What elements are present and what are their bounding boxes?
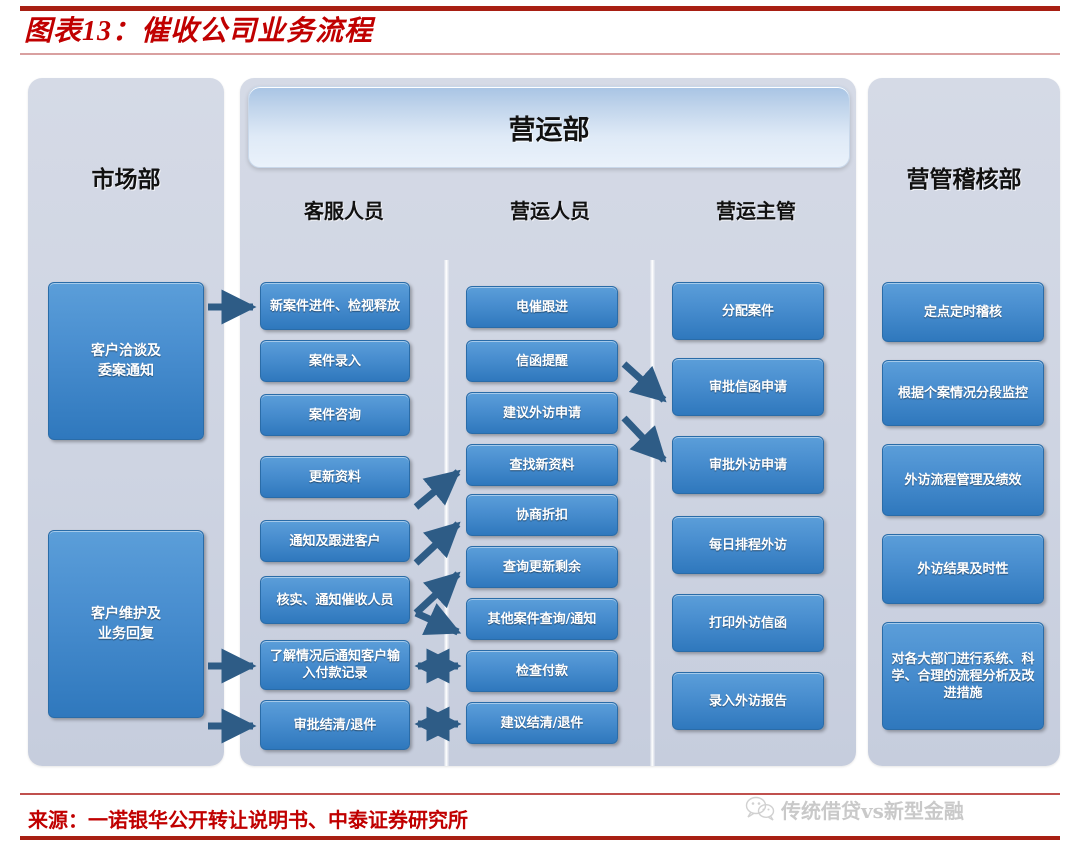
operations-banner: 营运部 xyxy=(248,86,850,168)
process-box-audit-0[interactable]: 定点定时稽核 xyxy=(882,282,1044,342)
process-box-ops-staff-0[interactable]: 电催跟进 xyxy=(466,286,618,328)
sublane-title-ops-lead: 营运主管 xyxy=(716,199,796,223)
process-box-ops-lead-2[interactable]: 审批外访申请 xyxy=(672,436,824,494)
process-box-ops-lead-4[interactable]: 打印外访信函 xyxy=(672,594,824,652)
process-box-label: 外访结果及时性 xyxy=(917,561,1009,577)
process-box-label: 查询更新剩余 xyxy=(502,559,581,575)
process-box-ops-staff-6[interactable]: 其他案件查询/通知 xyxy=(466,598,618,640)
process-box-label: 信函提醒 xyxy=(515,353,568,369)
process-box-ops-lead-0[interactable]: 分配案件 xyxy=(672,282,824,340)
process-box-ops-staff-7[interactable]: 检查付款 xyxy=(466,650,618,692)
watermark: 传统借贷vs新型金融 xyxy=(745,792,1065,826)
process-box-label: 通知及跟进客户 xyxy=(289,533,381,549)
process-box-market-1[interactable]: 客户维护及 业务回复 xyxy=(48,530,204,718)
process-box-label: 对各大部门进行系统、科学、合理的流程分析及改进措施 xyxy=(891,651,1035,701)
wechat-icon xyxy=(745,796,775,821)
process-box-ops-staff-3[interactable]: 查找新资料 xyxy=(466,444,618,486)
flowchart-canvas: 营运部 市场部 营管稽核部 客服人员 营运人员 营运主管 客户洽谈及 委案通知 … xyxy=(0,60,1080,780)
process-box-label: 录入外访报告 xyxy=(708,693,787,709)
process-box-label: 审批信函申请 xyxy=(708,379,787,395)
process-box-cs-5[interactable]: 核实、通知催收人员 xyxy=(260,576,410,624)
process-box-label: 分配案件 xyxy=(721,303,774,319)
source-note: 来源：一诺银华公开转让说明书、中泰证券研究所 xyxy=(28,808,468,832)
process-box-label: 打印外访信函 xyxy=(708,615,787,631)
process-box-label: 更新资料 xyxy=(308,469,361,485)
title-underline xyxy=(20,53,1060,55)
footer-rule xyxy=(20,793,1060,795)
lane-title-audit: 营管稽核部 xyxy=(906,166,1022,193)
process-box-audit-2[interactable]: 外访流程管理及绩效 xyxy=(882,444,1044,516)
process-box-cs-4[interactable]: 通知及跟进客户 xyxy=(260,520,410,562)
process-box-cs-6[interactable]: 了解情况后通知客户输入付款记录 xyxy=(260,640,410,690)
watermark-text: 传统借贷vs新型金融 xyxy=(781,798,964,823)
process-box-label: 建议结清/退件 xyxy=(500,715,584,731)
sublane-title-ops-staff: 营运人员 xyxy=(510,199,590,223)
process-box-label: 根据个案情况分段监控 xyxy=(897,385,1028,401)
process-box-ops-lead-5[interactable]: 录入外访报告 xyxy=(672,672,824,730)
process-box-ops-staff-2[interactable]: 建议外访申请 xyxy=(466,392,618,434)
process-box-ops-staff-4[interactable]: 协商折扣 xyxy=(466,494,618,536)
process-box-label: 客户洽谈及 委案通知 xyxy=(91,343,161,379)
process-box-audit-3[interactable]: 外访结果及时性 xyxy=(882,534,1044,604)
process-box-label: 建议外访申请 xyxy=(502,405,581,421)
process-box-label: 审批外访申请 xyxy=(708,457,787,473)
process-box-label: 检查付款 xyxy=(515,663,568,679)
process-box-label: 案件咨询 xyxy=(308,407,361,423)
process-box-label: 新案件进件、检视释放 xyxy=(269,298,400,314)
process-box-ops-staff-1[interactable]: 信函提醒 xyxy=(466,340,618,382)
process-box-label: 协商折扣 xyxy=(515,507,568,523)
process-box-label: 定点定时稽核 xyxy=(923,304,1002,320)
process-box-cs-0[interactable]: 新案件进件、检视释放 xyxy=(260,282,410,330)
process-box-market-0[interactable]: 客户洽谈及 委案通知 xyxy=(48,282,204,440)
lane-divider-2 xyxy=(650,260,655,766)
operations-banner-label: 营运部 xyxy=(508,114,590,146)
process-box-ops-lead-1[interactable]: 审批信函申请 xyxy=(672,358,824,416)
process-box-label: 核实、通知催收人员 xyxy=(276,592,394,608)
process-box-ops-lead-3[interactable]: 每日排程外访 xyxy=(672,516,824,574)
top-rule xyxy=(20,6,1060,11)
bottom-rule xyxy=(20,836,1060,840)
process-box-cs-1[interactable]: 案件录入 xyxy=(260,340,410,382)
process-box-label: 案件录入 xyxy=(308,353,361,369)
page-title: 图表13：催收公司业务流程 xyxy=(24,16,374,47)
process-box-label: 了解情况后通知客户输入付款记录 xyxy=(269,649,400,681)
process-box-ops-staff-5[interactable]: 查询更新剩余 xyxy=(466,546,618,588)
process-box-label: 客户维护及 业务回复 xyxy=(91,606,161,642)
process-box-label: 查找新资料 xyxy=(509,457,575,473)
process-box-audit-1[interactable]: 根据个案情况分段监控 xyxy=(882,360,1044,426)
lane-title-market: 市场部 xyxy=(91,166,161,193)
lane-divider-1 xyxy=(444,260,449,766)
process-box-cs-2[interactable]: 案件咨询 xyxy=(260,394,410,436)
process-box-cs-3[interactable]: 更新资料 xyxy=(260,456,410,498)
process-box-audit-4[interactable]: 对各大部门进行系统、科学、合理的流程分析及改进措施 xyxy=(882,622,1044,730)
process-box-label: 其他案件查询/通知 xyxy=(487,611,597,627)
sublane-title-cs: 客服人员 xyxy=(304,199,384,223)
process-box-label: 电催跟进 xyxy=(515,299,568,315)
process-box-label: 每日排程外访 xyxy=(708,537,787,553)
process-box-ops-staff-8[interactable]: 建议结清/退件 xyxy=(466,702,618,744)
process-box-label: 外访流程管理及绩效 xyxy=(904,472,1022,488)
process-box-label: 审批结清/退件 xyxy=(293,717,377,733)
process-box-cs-7[interactable]: 审批结清/退件 xyxy=(260,700,410,750)
